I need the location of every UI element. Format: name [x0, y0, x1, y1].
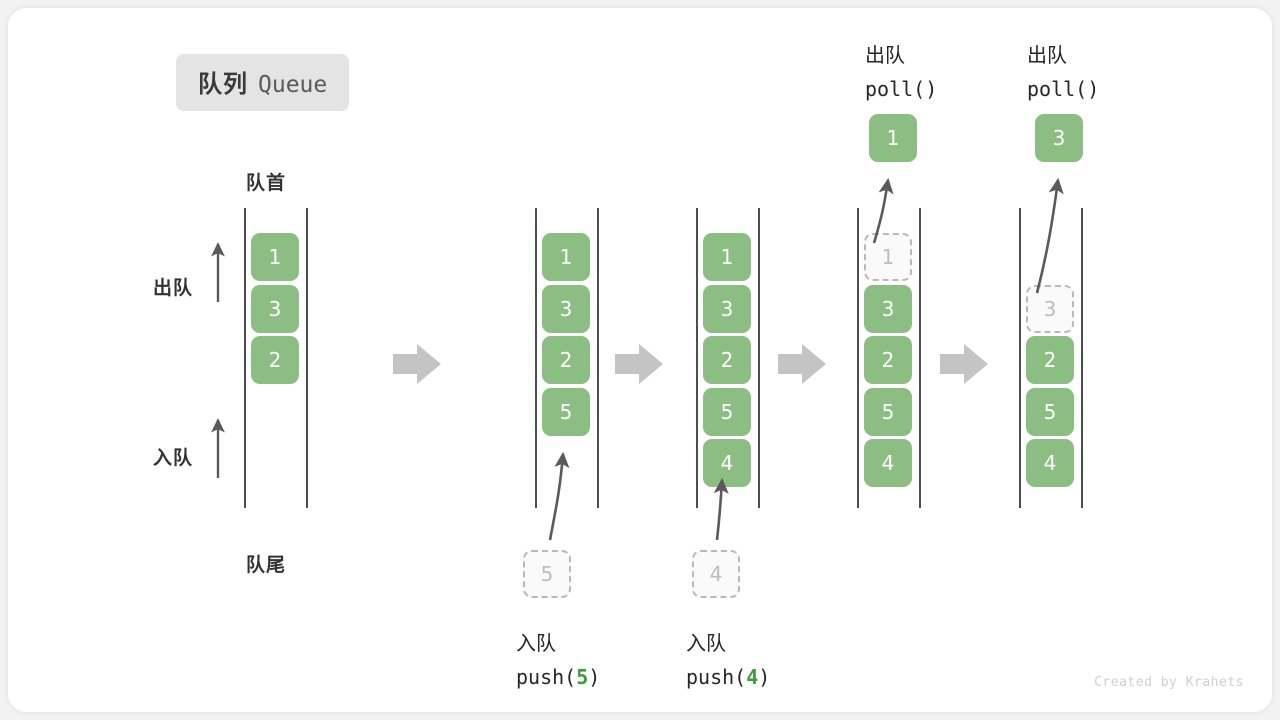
push-arrow-5: [548, 451, 570, 541]
popped-element-3: 3: [1035, 114, 1083, 162]
push-caption-1-value: 5: [576, 665, 589, 689]
push-caption-1-suffix: ): [588, 665, 601, 689]
queue-cell: 5: [703, 387, 751, 436]
push-caption-1: 入队 push(5): [516, 626, 600, 694]
push-caption-2-cn: 入队: [686, 631, 726, 655]
push-caption-2: 入队 push(4): [686, 626, 770, 694]
queue-rail-left: [244, 208, 246, 508]
queue-rail-right: [1081, 208, 1083, 508]
queue-cell: 2: [542, 336, 590, 384]
queue-cell: 1: [703, 233, 751, 281]
title-chinese: 队列: [198, 70, 248, 98]
queue-rail-left: [1019, 208, 1021, 508]
enqueue-direction-label: 入队: [153, 447, 194, 469]
push-caption-1-prefix: push(: [516, 665, 577, 689]
push-caption-2-code: push(4): [686, 660, 770, 694]
queue-cell: 2: [864, 336, 912, 384]
queue-cell: 5: [542, 387, 590, 436]
push-caption-1-cn: 入队: [516, 631, 556, 655]
diagram-title-badge: 队列 Queue: [176, 54, 350, 111]
queue-cell: 1: [542, 233, 590, 281]
queue-cell: 2: [251, 336, 299, 384]
poll-caption-2: 出队 poll(): [1027, 38, 1099, 106]
queue-rail-right: [919, 208, 921, 508]
poll-caption-1-cn: 出队: [865, 43, 905, 67]
queue-cell: 3: [542, 284, 590, 333]
queue-rail-left: [535, 208, 537, 508]
queue-rail-left: [857, 208, 859, 508]
incoming-element-5: 5: [523, 550, 571, 598]
popped-element-1: 1: [869, 114, 917, 162]
push-arrow-4: [713, 477, 729, 541]
poll-caption-1: 出队 poll(): [865, 38, 937, 106]
queue-cell: 1: [864, 233, 912, 281]
push-caption-2-suffix: ): [758, 665, 771, 689]
queue-rail-right: [597, 208, 599, 508]
push-caption-1-code: push(5): [516, 660, 600, 694]
poll-caption-1-code: poll(): [865, 77, 938, 101]
queue-cell: 3: [1026, 284, 1074, 333]
queue-cell: 2: [1026, 336, 1074, 384]
queue-cell: 3: [251, 284, 299, 333]
queue-cell: 2: [703, 336, 751, 384]
flow-arrow-3: [778, 344, 826, 384]
flow-arrow-4: [940, 344, 988, 384]
queue-cell: 3: [703, 284, 751, 333]
queue-head-label: 队首: [246, 172, 287, 194]
poll-caption-2-cn: 出队: [1027, 43, 1067, 67]
flow-arrow-1: [393, 344, 441, 384]
poll-arrow-3: [1035, 177, 1064, 294]
incoming-element-4: 4: [692, 550, 740, 598]
queue-cell: 4: [1026, 439, 1074, 487]
queue-rail-right: [758, 208, 760, 508]
queue-cell: 1: [251, 233, 299, 281]
watermark-credit: Created by Krahets: [1094, 675, 1244, 690]
flow-arrow-2: [615, 344, 663, 384]
queue-cell: 5: [1026, 387, 1074, 436]
dequeue-direction-label: 出队: [153, 277, 194, 299]
poll-caption-2-code: poll(): [1027, 77, 1100, 101]
queue-cell: 3: [864, 284, 912, 333]
push-caption-2-prefix: push(: [686, 665, 747, 689]
title-english: Queue: [258, 72, 328, 98]
push-caption-2-value: 4: [746, 665, 759, 689]
diagram-card: 队列 Queue 队首 队尾 出队 入队 出队 poll() 出队 poll()…: [8, 8, 1272, 712]
queue-rail-right: [306, 208, 308, 508]
queue-tail-label: 队尾: [246, 554, 287, 576]
queue-rail-left: [696, 208, 698, 508]
queue-cell: 4: [703, 439, 751, 487]
queue-cell: 5: [864, 387, 912, 436]
queue-cell: 4: [864, 439, 912, 487]
